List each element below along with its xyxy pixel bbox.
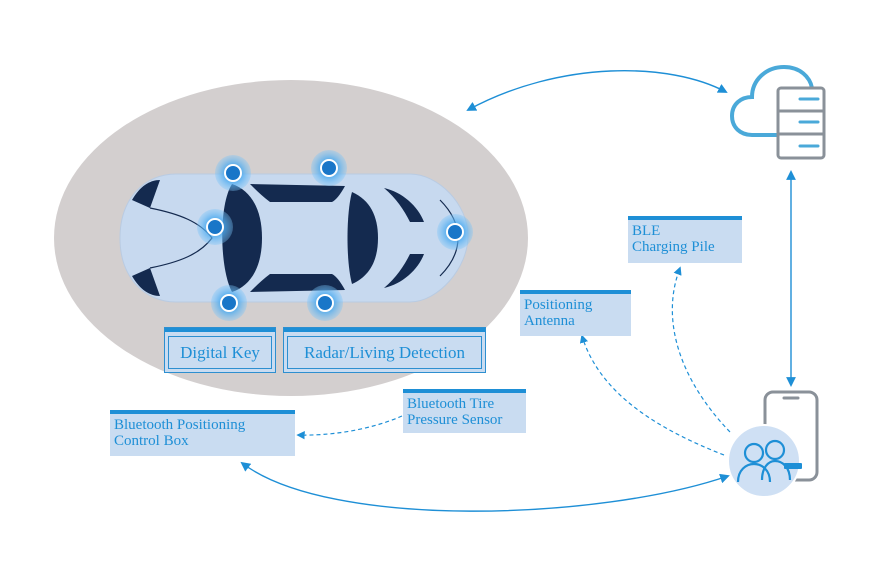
connector-user-chargingpile xyxy=(671,266,731,433)
radar-detection-text: Radar/Living Detection xyxy=(304,342,465,362)
bluetooth-tire-sensor-label: Bluetooth Tire Pressure Sensor xyxy=(403,389,526,433)
sensor-icon xyxy=(215,155,251,191)
car-icon xyxy=(119,173,469,303)
sensor-icon xyxy=(211,285,247,321)
digital-key-label: Digital Key xyxy=(164,327,276,373)
connector-tire-controlbox xyxy=(296,415,403,440)
label-accent-bar xyxy=(110,410,295,414)
sensor-icon xyxy=(311,150,347,186)
connector-user-antenna xyxy=(579,334,725,456)
bluetooth-control-box-text: Bluetooth Positioning Control Box xyxy=(114,417,246,449)
bluetooth-tire-sensor-text: Bluetooth Tire Pressure Sensor xyxy=(407,396,503,428)
label-accent-bar xyxy=(284,328,485,332)
server-icon xyxy=(776,86,826,160)
sensor-icon xyxy=(307,285,343,321)
label-accent-bar xyxy=(628,216,742,220)
label-accent-bar xyxy=(165,328,275,332)
ble-charging-pile-label: BLE Charging Pile xyxy=(628,216,742,263)
users-icon xyxy=(727,424,802,498)
positioning-antenna-text: Positioning Antenna xyxy=(524,297,593,329)
positioning-antenna-label: Positioning Antenna xyxy=(520,290,631,336)
cloud-icon xyxy=(729,64,814,137)
radar-detection-label: Radar/Living Detection xyxy=(283,327,486,373)
ble-charging-pile-text: BLE Charging Pile xyxy=(632,223,715,255)
connector-vehicle-cloud xyxy=(466,70,728,111)
bluetooth-control-box-label: Bluetooth Positioning Control Box xyxy=(110,410,295,456)
sensor-icon xyxy=(197,209,233,245)
connector-phone-controlbox xyxy=(240,461,730,512)
digital-key-text: Digital Key xyxy=(180,342,260,362)
sensor-icon xyxy=(437,214,473,250)
label-accent-bar xyxy=(520,290,631,294)
label-accent-bar xyxy=(403,389,526,393)
